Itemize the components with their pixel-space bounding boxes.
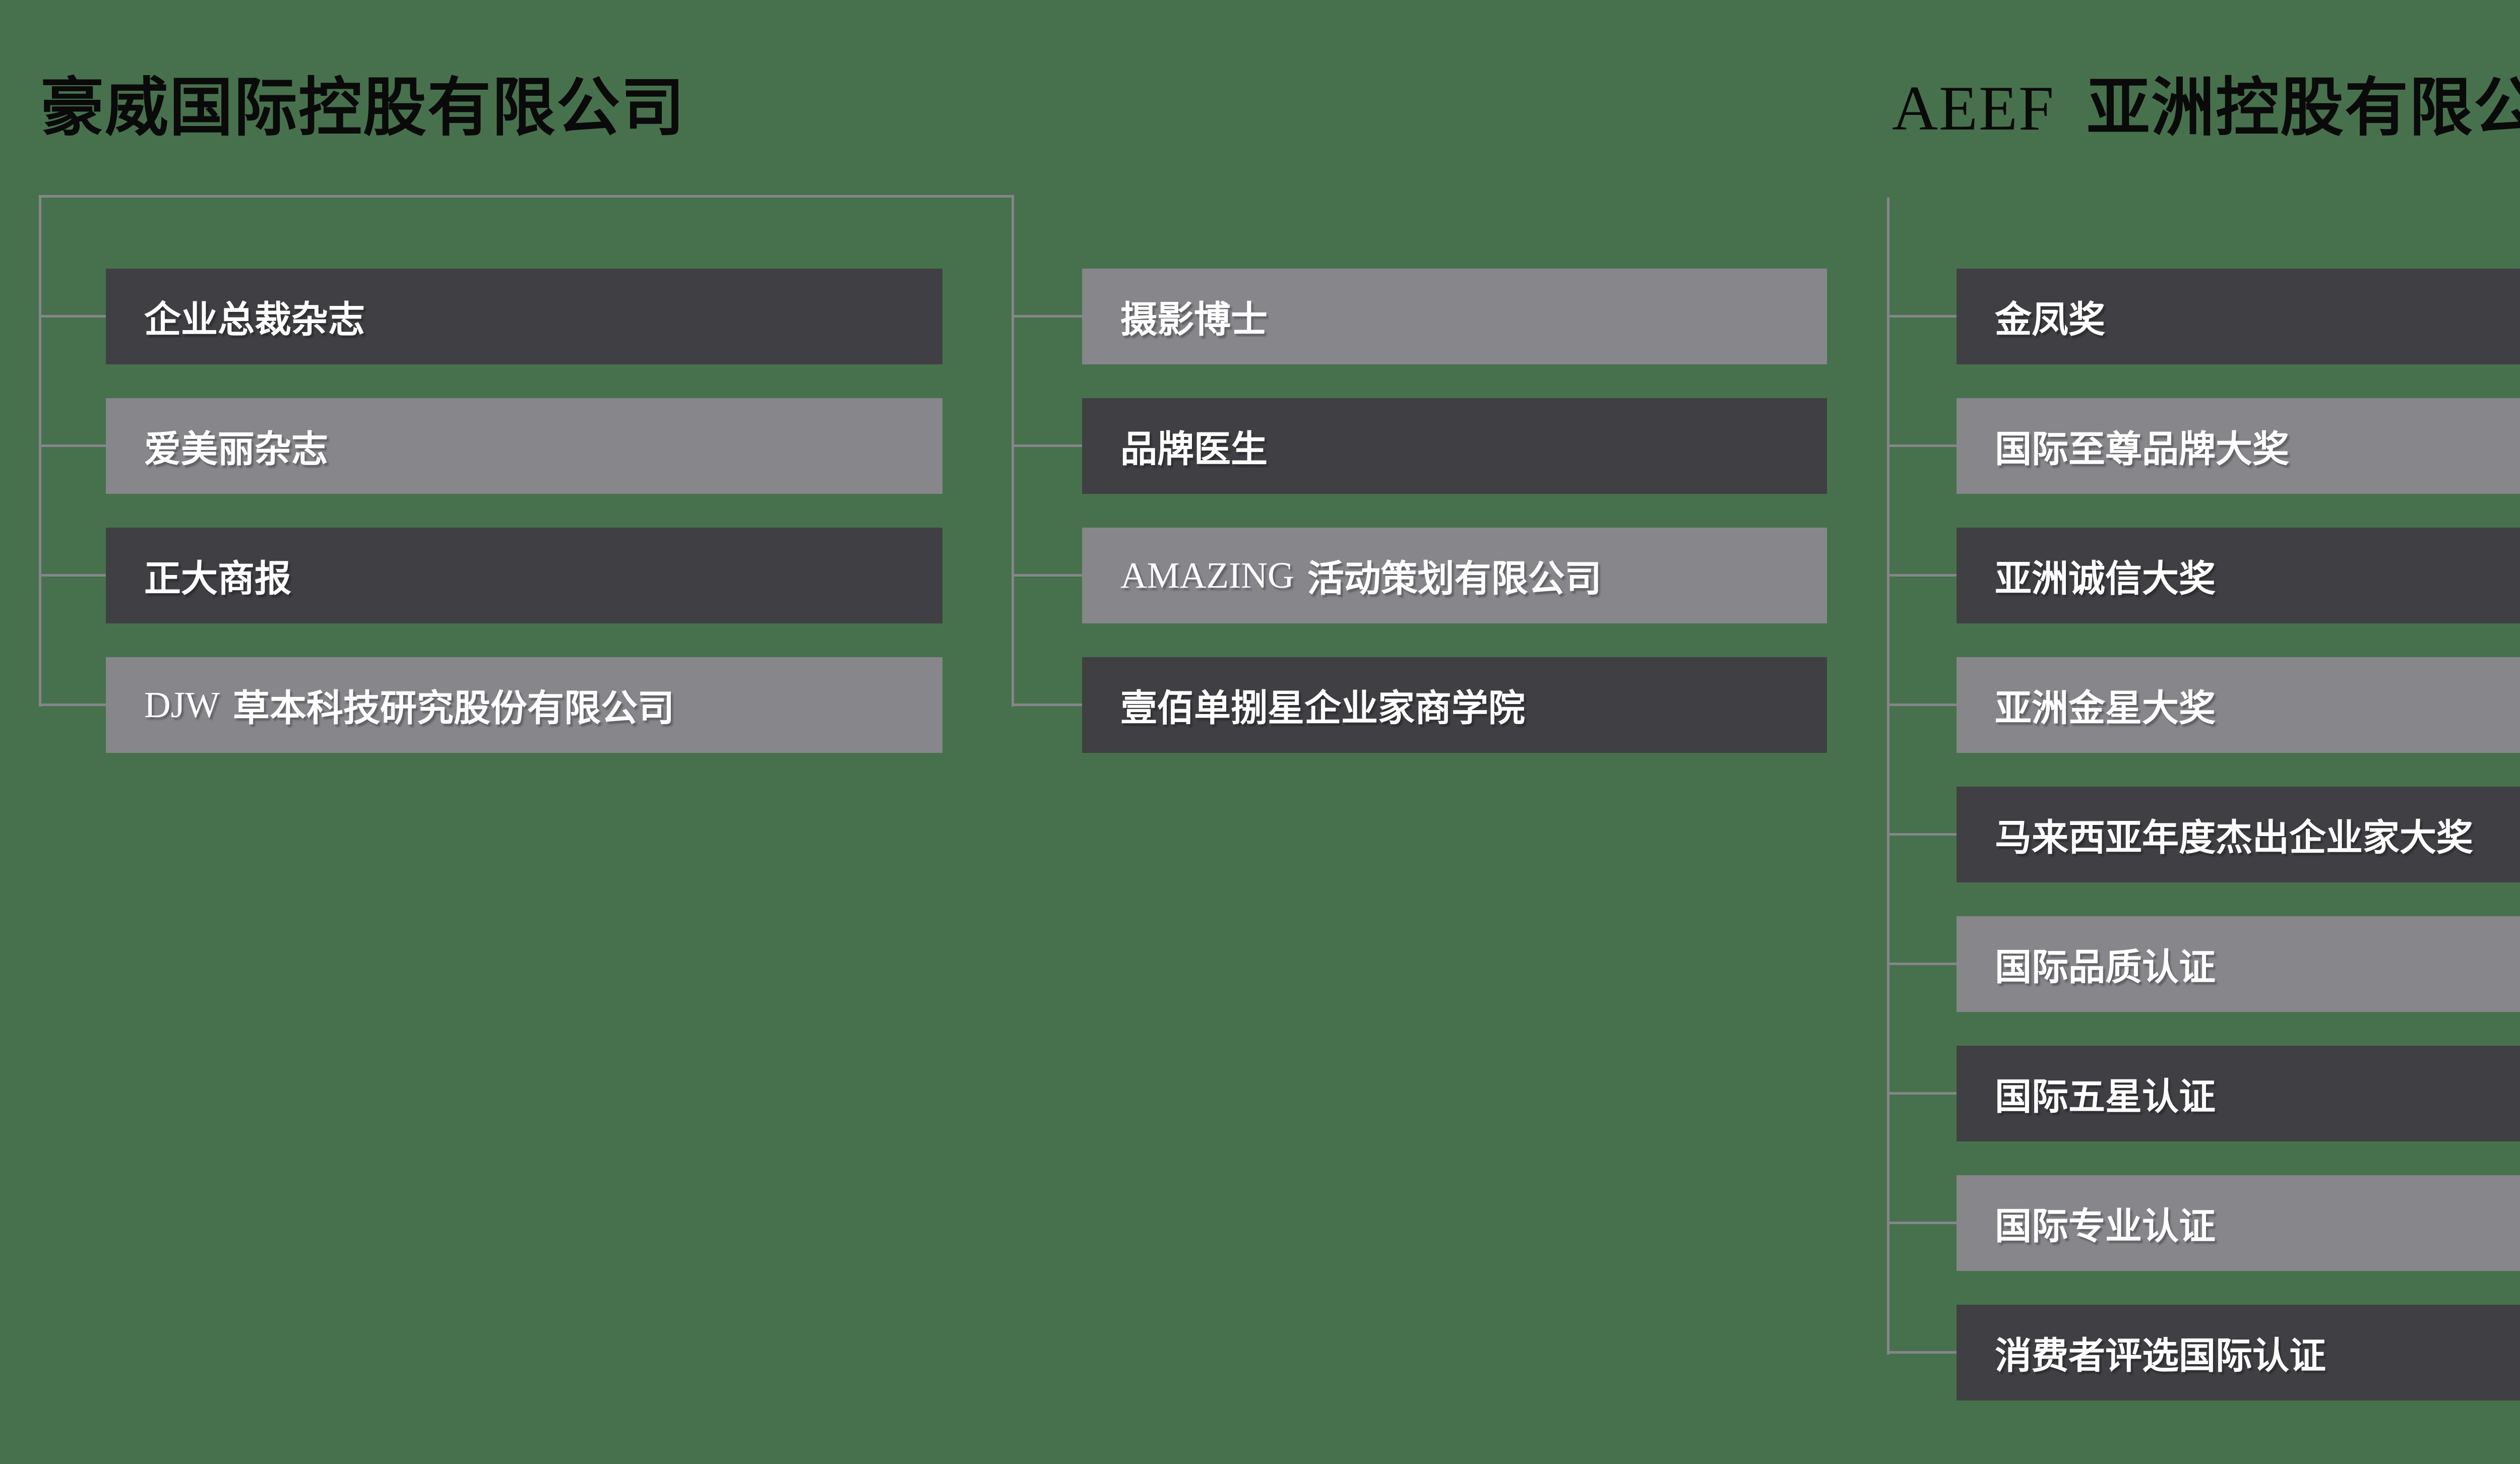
org-box: 亚洲诚信大奖 — [1957, 528, 2520, 623]
org-box-label: 亚洲诚信大奖 — [1995, 558, 2216, 599]
connector-stub — [1887, 574, 1957, 577]
org-box-label-latin: AMAZING — [1120, 555, 1294, 596]
connector-stub — [1012, 574, 1082, 577]
org-box: 消费者评选国际认证 — [1957, 1305, 2520, 1401]
connector-stub — [1887, 833, 1957, 836]
org-box-label: 国际品质认证 — [1995, 947, 2216, 988]
left-section-title: 豪威国际控股有限公司 — [40, 72, 685, 143]
right-section-title-latin: AEEF — [1892, 74, 2055, 144]
org-box: 企业总裁杂志 — [106, 269, 942, 364]
org-box-label: 企业总裁杂志 — [144, 299, 365, 340]
connector-stub — [1887, 1222, 1957, 1224]
connector-stub — [1887, 315, 1957, 317]
org-box: 国际至尊品牌大奖 — [1957, 398, 2520, 494]
org-box-label: 活动策划有限公司 — [1307, 558, 1602, 599]
org-box: 金凤奖 — [1957, 269, 2520, 364]
right-tree-vertical — [1887, 198, 1889, 1355]
connector-stub — [39, 315, 106, 317]
connector-stub — [39, 444, 106, 447]
org-box: 爱美丽杂志 — [106, 398, 942, 494]
org-box-label: 草本科技研究股份有限公司 — [233, 688, 675, 729]
org-box: 马来西亚年度杰出企业家大奖 — [1957, 787, 2520, 882]
org-box-label: 爱美丽杂志 — [144, 429, 328, 470]
left-section-title-text: 豪威国际控股有限公司 — [40, 72, 685, 143]
org-box: 正大商报 — [106, 528, 942, 623]
left-bracket-right-vertical — [1012, 195, 1014, 707]
connector-stub — [1012, 444, 1082, 447]
right-section-title: AEEF 亚洲控股有限公司 — [1892, 72, 2520, 144]
connector-stub — [1012, 704, 1082, 706]
connector-stub — [1887, 1351, 1957, 1354]
org-box-label: 国际五星认证 — [1995, 1076, 2216, 1117]
connector-stub — [1887, 444, 1957, 447]
org-box-label: 正大商报 — [144, 558, 291, 599]
connector-stub — [39, 574, 106, 577]
org-box: 亚洲金星大奖 — [1957, 657, 2520, 753]
org-box-label: 壹佰单捌星企业家商学院 — [1120, 688, 1525, 729]
org-box: AMAZING 活动策划有限公司 — [1082, 528, 1827, 623]
org-box-label: 国际至尊品牌大奖 — [1995, 429, 2289, 470]
org-box-label: 金凤奖 — [1995, 299, 2105, 340]
connector-stub — [1012, 315, 1082, 317]
right-section-title-text: 亚洲控股有限公司 — [2087, 72, 2520, 143]
left-bracket-top-line — [39, 195, 1014, 198]
connector-stub — [1887, 704, 1957, 706]
org-box: 品牌医生 — [1082, 398, 1827, 494]
org-box-label: 品牌医生 — [1120, 429, 1268, 470]
org-box-label-latin: DJW — [144, 684, 220, 725]
org-box-label: 马来西亚年度杰出企业家大奖 — [1995, 817, 2473, 858]
org-box-label: 亚洲金星大奖 — [1995, 688, 2216, 729]
org-box-label: 摄影博士 — [1120, 299, 1268, 340]
org-box: 国际专业认证 — [1957, 1175, 2520, 1271]
org-box-label: 国际专业认证 — [1995, 1206, 2216, 1247]
org-box: 国际五星认证 — [1957, 1046, 2520, 1141]
connector-stub — [1887, 963, 1957, 965]
connector-stub — [39, 704, 106, 706]
org-box: 壹佰单捌星企业家商学院 — [1082, 657, 1827, 753]
org-box: DJW 草本科技研究股份有限公司 — [106, 657, 942, 753]
connector-stub — [1887, 1092, 1957, 1095]
org-box-label: 消费者评选国际认证 — [1995, 1335, 2326, 1376]
org-box: 国际品质认证 — [1957, 916, 2520, 1012]
left-bracket-left-vertical — [39, 195, 41, 707]
org-box: 摄影博士 — [1082, 269, 1827, 364]
